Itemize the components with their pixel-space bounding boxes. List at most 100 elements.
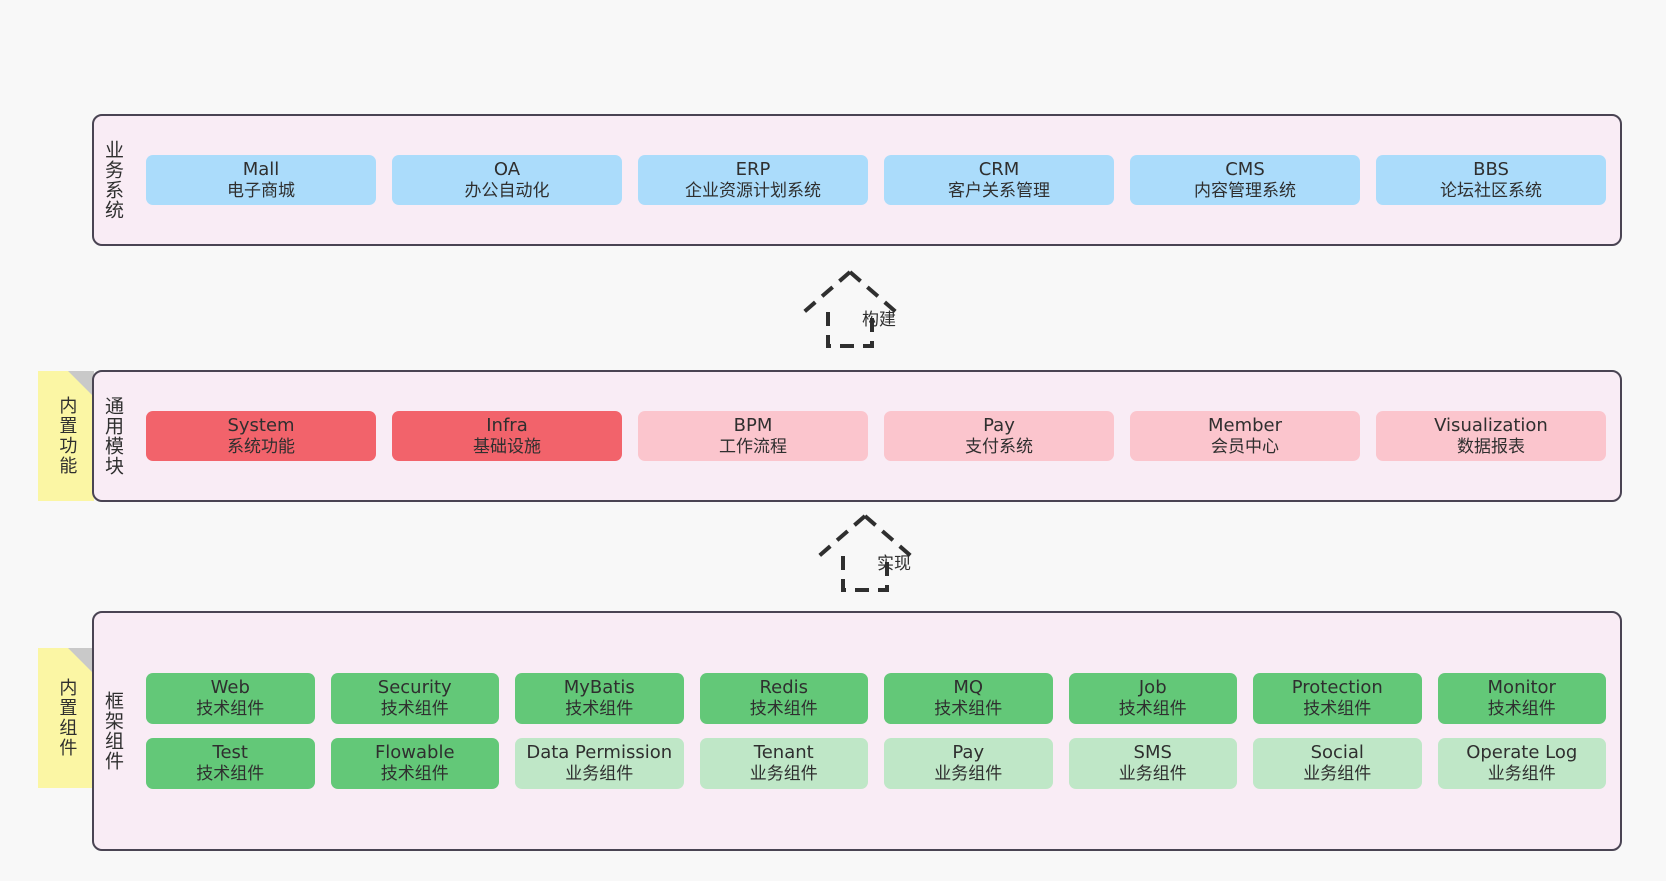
card-pay-module[interactable]: Pay 支付系统 — [884, 410, 1114, 462]
layer-business-system: 业务系统 Mall 电子商城 OA 办公自动化 ERP 企业资源计划系统 CRM… — [92, 114, 1622, 246]
card-test[interactable]: Test 技术组件 — [146, 738, 315, 789]
card-tenant[interactable]: Tenant 业务组件 — [699, 738, 868, 789]
card-monitor[interactable]: Monitor 技术组件 — [1437, 673, 1606, 724]
card-mq[interactable]: MQ 技术组件 — [884, 673, 1053, 724]
card-bbs[interactable]: BBS 论坛社区系统 — [1376, 154, 1606, 206]
card-title: MyBatis — [563, 677, 635, 699]
sticky-note-label: 内置组件 — [56, 678, 78, 758]
layer-business-title: 业务系统 — [102, 140, 125, 220]
card-subtitle: 客户关系管理 — [948, 180, 1050, 201]
card-title: MQ — [953, 677, 984, 699]
card-operate-log[interactable]: Operate Log 业务组件 — [1437, 738, 1606, 789]
card-title: Redis — [759, 677, 809, 699]
card-title: Pay — [952, 742, 985, 763]
card-redis[interactable]: Redis 技术组件 — [699, 673, 868, 724]
layer-common-body: System 系统功能 Infra 基础设施 BPM 工作流程 Pay 支付系统… — [132, 372, 1620, 500]
layer-framework-component: 框架组件 Web 技术组件 Security 技术组件 MyBatis 技术组件… — [92, 611, 1622, 851]
sticky-note-label: 内置功能 — [56, 396, 78, 476]
card-data-permission[interactable]: Data Permission 业务组件 — [515, 738, 684, 789]
card-subtitle: 技术组件 — [380, 763, 449, 784]
card-subtitle: 技术组件 — [196, 699, 265, 720]
card-crm[interactable]: CRM 客户关系管理 — [884, 154, 1114, 206]
card-title: Protection — [1291, 677, 1383, 699]
card-subtitle: 业务组件 — [1487, 763, 1556, 784]
card-social[interactable]: Social 业务组件 — [1253, 738, 1422, 789]
card-title: Social — [1310, 742, 1364, 763]
card-title: Security — [377, 677, 452, 699]
card-pay-component[interactable]: Pay 业务组件 — [884, 738, 1053, 789]
connector-implement-label: 实现 — [877, 554, 911, 574]
card-subtitle: 支付系统 — [965, 436, 1033, 457]
card-cms[interactable]: CMS 内容管理系统 — [1130, 154, 1360, 206]
card-web[interactable]: Web 技术组件 — [146, 673, 315, 724]
framework-row-technical: Web 技术组件 Security 技术组件 MyBatis 技术组件 Redi… — [146, 673, 1606, 724]
card-oa[interactable]: OA 办公自动化 — [392, 154, 622, 206]
card-title: OA — [493, 158, 521, 180]
card-title: Pay — [983, 414, 1015, 436]
card-subtitle: 技术组件 — [1303, 699, 1372, 720]
connector-build-label: 构建 — [862, 310, 896, 330]
card-security[interactable]: Security 技术组件 — [330, 673, 499, 724]
card-system[interactable]: System 系统功能 — [146, 410, 376, 462]
card-subtitle: 内容管理系统 — [1194, 180, 1296, 201]
card-member[interactable]: Member 会员中心 — [1130, 410, 1360, 462]
card-subtitle: 技术组件 — [934, 699, 1003, 720]
card-subtitle: 企业资源计划系统 — [685, 180, 821, 201]
card-erp[interactable]: ERP 企业资源计划系统 — [638, 154, 868, 206]
card-subtitle: 技术组件 — [749, 699, 818, 720]
card-subtitle: 论坛社区系统 — [1440, 180, 1542, 201]
card-protection[interactable]: Protection 技术组件 — [1253, 673, 1422, 724]
card-subtitle: 技术组件 — [380, 699, 449, 720]
card-subtitle: 技术组件 — [565, 699, 634, 720]
sticky-note-builtin-components: 内置组件 — [38, 648, 94, 788]
card-title: Mall — [242, 158, 280, 180]
sticky-fold-corner-icon — [68, 648, 94, 674]
card-mall[interactable]: Mall 电子商城 — [146, 154, 376, 206]
connector-implement-arrow — [815, 512, 915, 594]
card-visualization[interactable]: Visualization 数据报表 — [1376, 410, 1606, 462]
card-subtitle: 会员中心 — [1211, 436, 1279, 457]
card-subtitle: 系统功能 — [227, 436, 295, 457]
layer-business-body: Mall 电子商城 OA 办公自动化 ERP 企业资源计划系统 CRM 客户关系… — [132, 116, 1620, 244]
card-title: Operate Log — [1466, 742, 1578, 763]
framework-row-business: Test 技术组件 Flowable 技术组件 Data Permission … — [146, 738, 1606, 789]
layer-framework-body: Web 技术组件 Security 技术组件 MyBatis 技术组件 Redi… — [132, 613, 1620, 849]
card-bpm[interactable]: BPM 工作流程 — [638, 410, 868, 462]
card-title: CRM — [978, 158, 1020, 180]
card-subtitle: 技术组件 — [1118, 699, 1187, 720]
sticky-fold-corner-icon — [68, 371, 94, 397]
layer-common-title: 通用模块 — [102, 396, 125, 476]
card-mybatis[interactable]: MyBatis 技术组件 — [515, 673, 684, 724]
card-sms[interactable]: SMS 业务组件 — [1068, 738, 1237, 789]
common-row: System 系统功能 Infra 基础设施 BPM 工作流程 Pay 支付系统… — [146, 410, 1606, 462]
connector-build-arrow — [800, 268, 900, 350]
card-infra[interactable]: Infra 基础设施 — [392, 410, 622, 462]
card-subtitle: 技术组件 — [1487, 699, 1556, 720]
card-title: Test — [212, 742, 248, 763]
business-row: Mall 电子商城 OA 办公自动化 ERP 企业资源计划系统 CRM 客户关系… — [146, 154, 1606, 206]
layer-framework-title: 框架组件 — [102, 691, 125, 771]
card-title: Member — [1207, 414, 1283, 436]
card-subtitle: 业务组件 — [1118, 763, 1187, 784]
card-subtitle: 电子商城 — [227, 180, 295, 201]
card-title: Infra — [486, 414, 528, 436]
card-subtitle: 数据报表 — [1457, 436, 1525, 457]
card-subtitle: 业务组件 — [1303, 763, 1372, 784]
card-subtitle: 基础设施 — [473, 436, 541, 457]
card-title: BBS — [1473, 158, 1509, 180]
card-subtitle: 业务组件 — [565, 763, 634, 784]
card-title: Visualization — [1434, 414, 1548, 436]
card-title: CMS — [1225, 158, 1265, 180]
layer-common-module: 通用模块 System 系统功能 Infra 基础设施 BPM 工作流程 Pay… — [92, 370, 1622, 502]
card-title: System — [227, 414, 295, 436]
card-subtitle: 技术组件 — [196, 763, 265, 784]
card-subtitle: 业务组件 — [934, 763, 1003, 784]
card-subtitle: 工作流程 — [719, 436, 787, 457]
card-title: ERP — [735, 158, 771, 180]
card-title: BPM — [733, 414, 773, 436]
card-title: Data Permission — [526, 742, 673, 763]
card-flowable[interactable]: Flowable 技术组件 — [330, 738, 499, 789]
card-job[interactable]: Job 技术组件 — [1068, 673, 1237, 724]
card-title: Tenant — [753, 742, 814, 763]
